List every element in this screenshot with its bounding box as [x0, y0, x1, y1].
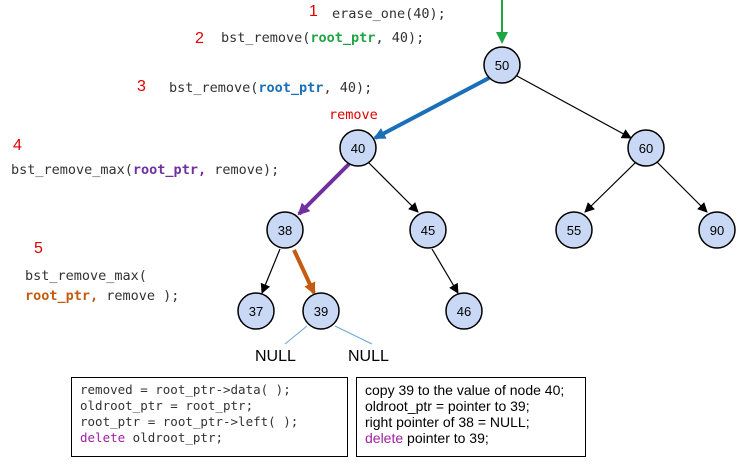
- step-2-code-arg: root_ptr: [310, 30, 376, 46]
- edge-38-39-orange: [292, 249, 316, 295]
- code-box-line-4-rest: oldroot_ptr;: [125, 430, 223, 445]
- desc-box-delete-keyword: delete: [365, 430, 404, 446]
- null-left-label: NULL: [255, 348, 296, 365]
- step-2-number: 2: [195, 30, 204, 47]
- null-right-line: [334, 325, 373, 345]
- step-3-code-pre: bst_remove(: [169, 80, 259, 96]
- step-5-number: 5: [34, 240, 43, 257]
- step-5-code-arg: root_ptr,: [25, 288, 99, 304]
- code-box-delete-keyword: delete: [80, 430, 126, 445]
- step-3-code-post: , 40);: [323, 80, 373, 96]
- step-4-code-arg: root_ptr,: [132, 162, 207, 178]
- null-left-line: [284, 325, 308, 345]
- edge-60-90: [656, 161, 708, 213]
- code-box-line-1: removed = root_ptr->data( );: [80, 382, 291, 397]
- node-60: 60: [627, 129, 665, 167]
- node-39: 39: [302, 292, 340, 330]
- node-60-label: 60: [639, 141, 653, 156]
- step-1-code: erase_one(40);: [332, 6, 446, 22]
- node-46: 46: [445, 292, 483, 330]
- code-box-line-4: delete oldroot_ptr;: [80, 430, 339, 446]
- step-3-number: 3: [137, 78, 146, 95]
- node-40: 40: [339, 129, 377, 167]
- edge-40-38-purple: [297, 162, 351, 216]
- step-5-code-post: remove );: [98, 288, 180, 304]
- step-5-code-line2: root_ptr, remove );: [25, 288, 179, 304]
- node-90: 90: [698, 211, 736, 249]
- node-45: 45: [409, 211, 447, 249]
- node-37-label: 37: [249, 304, 263, 319]
- edge-45-46: [431, 248, 459, 294]
- edge-60-55: [584, 161, 637, 213]
- node-90-label: 90: [710, 223, 724, 238]
- desc-box-line-1: copy 39 to the value of node 40;: [365, 382, 565, 398]
- node-37: 37: [237, 292, 275, 330]
- code-box-line-2: oldroot_ptr = root_ptr;: [80, 398, 254, 413]
- step-4-code: bst_remove_max(root_ptr, remove);: [11, 162, 279, 178]
- step-4-code-pre: bst_remove_max(: [11, 162, 133, 178]
- step-3-code-arg: root_ptr: [258, 80, 324, 96]
- desc-box-line-3: right pointer of 38 = NULL;: [365, 414, 530, 430]
- node-50-label: 50: [495, 58, 509, 73]
- node-38: 38: [266, 211, 304, 249]
- step-5-code-line1: bst_remove_max(: [25, 268, 147, 284]
- node-45-label: 45: [421, 223, 435, 238]
- edge-50-60: [516, 75, 632, 139]
- edge-38-37: [260, 248, 281, 294]
- code-box: removed = root_ptr->data( ); oldroot_ptr…: [71, 377, 348, 457]
- step-1-number: 1: [309, 3, 318, 20]
- step-4-code-post: remove);: [206, 162, 280, 178]
- node-38-label: 38: [278, 223, 292, 238]
- desc-box-line-4: delete pointer to 39;: [365, 430, 577, 446]
- step-3-code: bst_remove(root_ptr, 40);: [169, 80, 372, 96]
- description-box: copy 39 to the value of node 40; oldroot…: [356, 377, 586, 457]
- node-55-label: 55: [567, 223, 581, 238]
- step-2-code: bst_remove(root_ptr, 40);: [221, 30, 424, 46]
- node-46-label: 46: [457, 304, 471, 319]
- null-right-label: NULL: [348, 348, 389, 365]
- step-2-code-post: , 40);: [375, 30, 425, 46]
- code-box-line-3: root_ptr = root_ptr->left( );: [80, 414, 299, 429]
- step-4-number: 4: [13, 137, 22, 154]
- remove-label: remove: [329, 107, 378, 123]
- desc-box-line-2: oldroot_ptr = pointer to 39;: [365, 398, 530, 414]
- node-40-label: 40: [351, 141, 365, 156]
- edge-50-40-blue: [373, 76, 490, 140]
- desc-box-line-4-rest: pointer to 39;: [403, 430, 489, 446]
- node-50: 50: [483, 46, 521, 84]
- step-2-code-pre: bst_remove(: [221, 30, 311, 46]
- node-39-label: 39: [314, 304, 328, 319]
- edge-40-45: [367, 161, 419, 213]
- node-55: 55: [555, 211, 593, 249]
